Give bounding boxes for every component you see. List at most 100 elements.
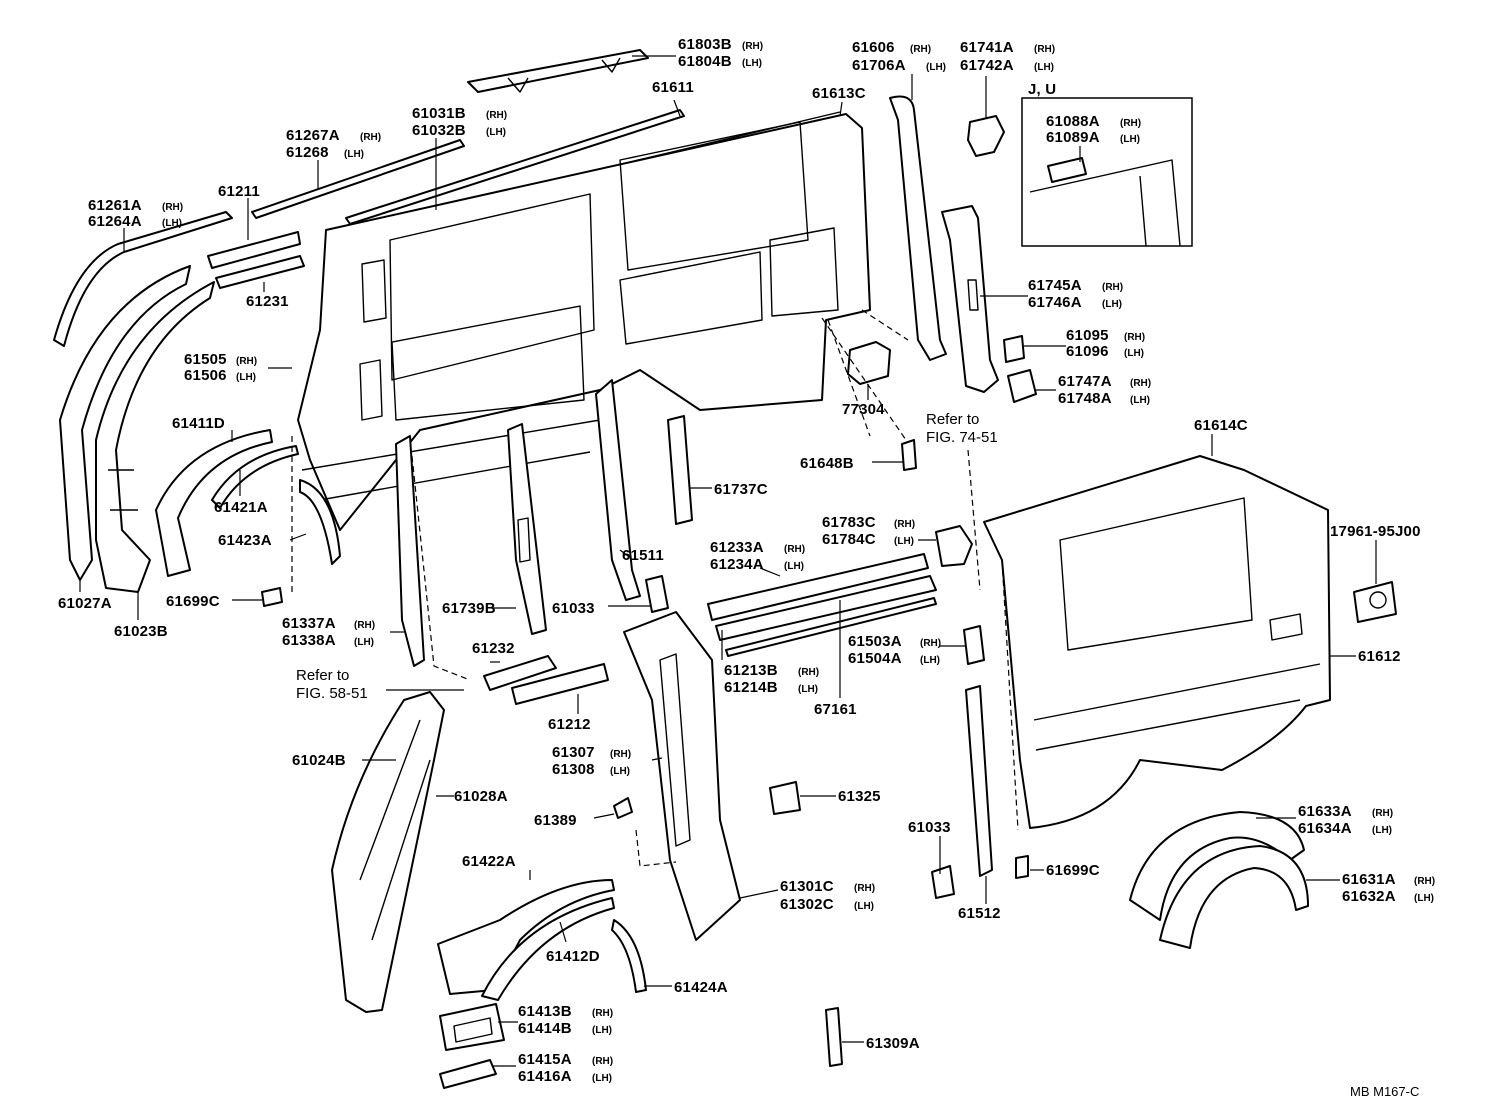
part-number: 61023B: [114, 623, 168, 640]
part-lower-wheelhouse: [437, 879, 615, 1001]
side-code: (RH): [910, 44, 931, 55]
part-number: 61633A: [1298, 803, 1352, 820]
part-number: 61232: [472, 640, 515, 657]
label-61337a: 61337A (RH) 61338A (LH): [282, 615, 375, 649]
part-number: 61088A: [1046, 113, 1100, 130]
side-code: (LH): [236, 372, 256, 383]
part-number: 61268: [286, 144, 329, 161]
label-61611: 61611: [652, 79, 694, 96]
part-number: 61211: [218, 183, 260, 200]
part-bracket-61413: [439, 1003, 505, 1051]
part-number: 61213B: [724, 662, 778, 679]
label-61088a: 61088A (RH) 61089A (LH): [1046, 113, 1141, 146]
part-number: 61421A: [214, 499, 268, 516]
label-17961-95j00: 17961-95J00: [1330, 523, 1420, 540]
label-61024b: 61024B: [292, 752, 346, 769]
label-61648b: 61648B: [800, 455, 854, 472]
part-number: 61325: [838, 788, 881, 805]
part-number: 61505: [184, 351, 227, 368]
part-number: 61214B: [724, 679, 778, 696]
label-61739b: 61739B: [442, 600, 496, 617]
side-code: (LH): [1130, 395, 1150, 406]
part-rocker-outer: [715, 575, 937, 641]
part-number: 61027A: [58, 595, 112, 612]
part-number: 61423A: [218, 532, 272, 549]
label-61783c: 61783C (RH) 61784C (LH): [822, 514, 915, 548]
label-61421a: 61421A: [214, 499, 268, 516]
label-61309a: 61309A: [866, 1035, 920, 1052]
part-bracket-61033-lower: [931, 865, 955, 899]
part-bracket-61033-upper: [645, 575, 669, 613]
part-number: 77304: [842, 401, 885, 418]
side-code: (LH): [344, 149, 364, 160]
part-number: 61411D: [172, 415, 225, 432]
label-61211: 61211: [218, 183, 260, 200]
part-filler-box: [821, 309, 909, 441]
part-number: 61803B: [678, 36, 732, 53]
label-61413b: 61413B (RH) 61414B (LH): [518, 1003, 613, 1037]
part-bracket-61503: [963, 625, 985, 665]
note-line: Refer to: [296, 667, 349, 684]
side-code: (LH): [784, 561, 804, 572]
side-code: (RH): [360, 132, 381, 143]
side-code: (LH): [354, 637, 374, 648]
label-61512: 61512: [958, 905, 1001, 922]
side-code: (RH): [1034, 44, 1055, 55]
part-lower-pillar-61307: [623, 611, 741, 941]
label-61415a: 61415A (RH) 61416A (LH): [518, 1051, 613, 1085]
part-wheelhouse-arch: [211, 445, 299, 509]
part-clip-61699-right: [1015, 855, 1029, 879]
part-front-pillar-outer: [59, 265, 191, 581]
part-number: 61748A: [1058, 390, 1112, 407]
part-floor-brace: [483, 655, 609, 705]
part-drip-molding: [53, 211, 233, 347]
part-side-panel-main: [297, 113, 871, 531]
side-code: (RH): [894, 519, 915, 530]
side-code: (LH): [1372, 825, 1392, 836]
part-number: 61389: [534, 812, 577, 829]
part-strip-61309: [825, 1007, 843, 1067]
side-code: (LH): [610, 766, 630, 777]
part-number: 67161: [814, 701, 857, 718]
part-bracket-61095: [1003, 335, 1025, 363]
part-quarter-pillar: [889, 95, 947, 361]
label-61503a: 61503A (RH) 61504A (LH): [848, 633, 941, 667]
part-number: 61804B: [678, 53, 732, 70]
part-wheelhouse-front: [155, 429, 273, 577]
part-bracket-61415: [439, 1059, 497, 1089]
side-code: (LH): [1120, 134, 1140, 145]
part-center-pillar-61739: [507, 423, 547, 635]
label-61423a: 61423A: [218, 532, 272, 549]
part-number: 61415A: [518, 1051, 572, 1068]
label-61213b: 61213B (RH) 61214B (LH): [724, 662, 819, 696]
part-number: 61747A: [1058, 373, 1112, 390]
side-code: (RH): [798, 667, 819, 678]
label-61606: 61606 (RH) 61706A (LH): [852, 39, 946, 74]
label-61031b: 61031B (RH) 61032B (LH): [412, 105, 507, 139]
label-61233a: 61233A (RH) 61234A (LH): [710, 539, 805, 573]
part-number: 61337A: [282, 615, 336, 632]
part-center-pillar-61511: [595, 379, 641, 601]
part-labels: 61803B (RH) 61804B (LH) 61611 61606 (RH)…: [58, 36, 1435, 1099]
part-back-pillar: [941, 205, 999, 393]
inset-label: J, U: [1028, 81, 1056, 98]
label-61505: 61505 (RH) 61506 (LH): [184, 351, 257, 384]
part-number: 61612: [1358, 648, 1401, 665]
part-number: 61095: [1066, 327, 1109, 344]
part-number: 61412D: [546, 948, 600, 965]
part-number: 61606: [852, 39, 895, 56]
part-bracket-61325: [769, 781, 801, 815]
label-61023b: 61023B: [114, 623, 168, 640]
part-number: 61301C: [780, 878, 834, 895]
label-61033-upper: 61033: [552, 600, 595, 617]
part-number: 61422A: [462, 853, 516, 870]
part-roof-side-rail: [467, 49, 649, 93]
diagram-code: MB M167-C: [1350, 1084, 1419, 1099]
part-number: 61308: [552, 761, 595, 778]
label-61741a: 61741A (RH) 61742A (LH): [960, 39, 1055, 74]
part-number: 61267A: [286, 127, 340, 144]
part-number: 61033: [552, 600, 595, 617]
part-number: 61632A: [1342, 888, 1396, 905]
part-number: 61031B: [412, 105, 466, 122]
part-number: 61648B: [800, 455, 854, 472]
